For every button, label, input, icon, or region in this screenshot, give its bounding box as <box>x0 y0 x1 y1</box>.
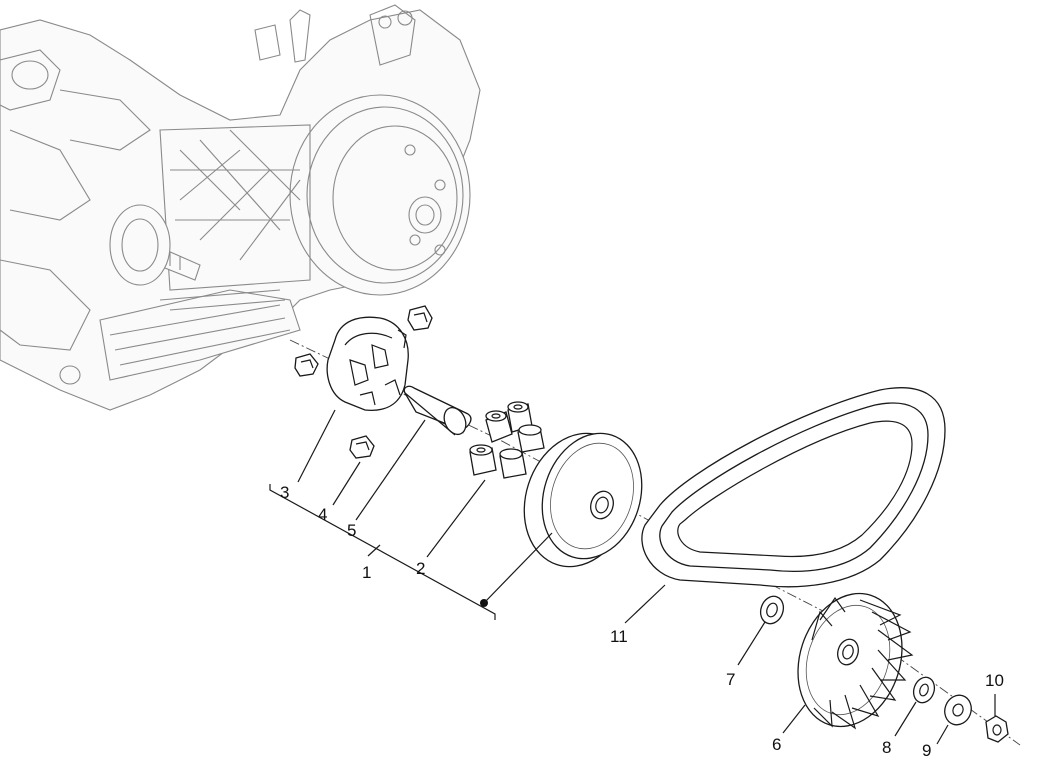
callout-10: 10 <box>985 671 1004 690</box>
callout-5: 5 <box>347 521 356 540</box>
callout-4: 4 <box>318 505 327 524</box>
part-slider-top <box>407 305 433 331</box>
part-9-spring-washer <box>944 694 972 726</box>
part-6-fan-pulley <box>797 592 914 730</box>
callout-3: 3 <box>280 483 289 502</box>
part-2-rollers <box>469 401 545 479</box>
part-8-washer <box>912 676 936 704</box>
part-10-nut <box>985 715 1009 743</box>
leader-lines <box>269 409 996 745</box>
part-11-drive-belt <box>641 387 946 588</box>
part-7-washer <box>759 595 785 625</box>
callout-6: 6 <box>772 735 781 754</box>
callout-2: 2 <box>416 559 425 578</box>
callout-8: 8 <box>882 738 891 757</box>
callout-1: 1 <box>362 563 371 582</box>
part-3-ramp-plate <box>326 316 409 411</box>
callout-11: 11 <box>610 627 628 646</box>
callout-labels: 3 4 5 1 2 11 7 6 8 9 10 <box>280 483 1004 760</box>
engine-case-illustration <box>0 4 481 411</box>
callout-9: 9 <box>922 741 931 760</box>
callout-7: 7 <box>726 670 735 689</box>
part-5-bushing <box>403 385 472 436</box>
part-slider-left <box>294 353 319 377</box>
part-4-slider <box>349 435 375 459</box>
